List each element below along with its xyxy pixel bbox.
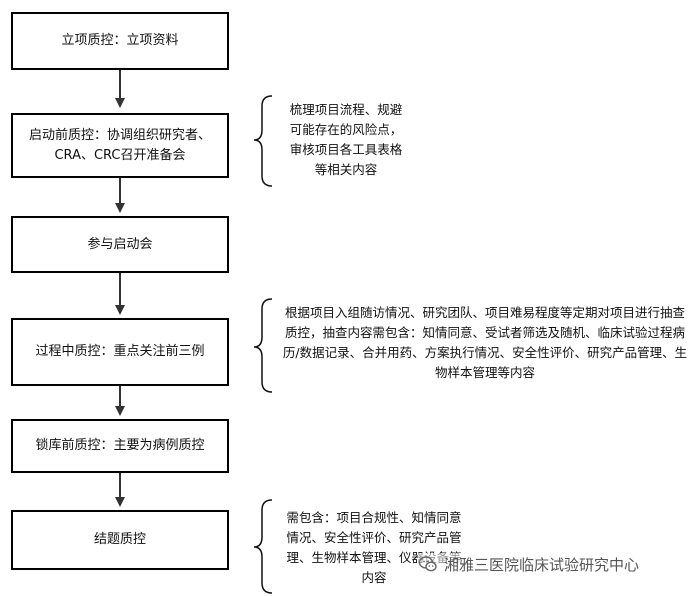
step-label-6: 结题质控 bbox=[93, 532, 146, 547]
step-label-2: 启动前质控：协调组织研究者、CRA、CRC召开准备会 bbox=[28, 127, 211, 163]
note-text-3: 需包含：项目合规性、知情同意情况、安全性评价、研究产品管理、生物样本管理、仪器设… bbox=[286, 510, 462, 585]
brace-3 bbox=[253, 499, 273, 594]
step-box-2: 启动前质控：协调组织研究者、CRA、CRC召开准备会 bbox=[11, 113, 229, 178]
step-label-1: 立项质控：立项资料 bbox=[61, 33, 179, 48]
note-2: 根据项目入组随访情况、研究团队、项目难易程度等定期对项目进行抽查质控，抽查内容需… bbox=[281, 303, 689, 383]
note-text-1: 梳理项目流程、规避可能存在的风险点，审核项目各工具表格等相关内容 bbox=[289, 102, 403, 177]
step-label-5: 锁库前质控：主要为病例质控 bbox=[35, 438, 205, 453]
brace-2 bbox=[253, 298, 273, 393]
step-label-4: 过程中质控：重点关注前三例 bbox=[35, 344, 205, 359]
step-box-5: 锁库前质控：主要为病例质控 bbox=[11, 419, 229, 473]
note-text-2: 根据项目入组随访情况、研究团队、项目难易程度等定期对项目进行抽查质控，抽查内容需… bbox=[282, 305, 688, 380]
step-box-6: 结题质控 bbox=[11, 510, 229, 570]
step-label-3: 参与启动会 bbox=[87, 236, 153, 252]
watermark-text: 湘雅三医院临床试验研究中心 bbox=[444, 555, 640, 574]
watermark: 湘雅三医院临床试验研究中心 bbox=[418, 553, 640, 575]
step-box-3: 参与启动会 bbox=[11, 216, 229, 273]
brace-1 bbox=[253, 95, 273, 187]
note-1: 梳理项目流程、规避可能存在的风险点，审核项目各工具表格等相关内容 bbox=[284, 100, 408, 180]
wechat-icon bbox=[418, 556, 437, 572]
note-3: 需包含：项目合规性、知情同意情况、安全性评价、研究产品管理、生物样本管理、仪器设… bbox=[283, 508, 465, 588]
step-box-4: 过程中质控：重点关注前三例 bbox=[11, 318, 229, 386]
step-box-1: 立项质控：立项资料 bbox=[11, 12, 229, 70]
